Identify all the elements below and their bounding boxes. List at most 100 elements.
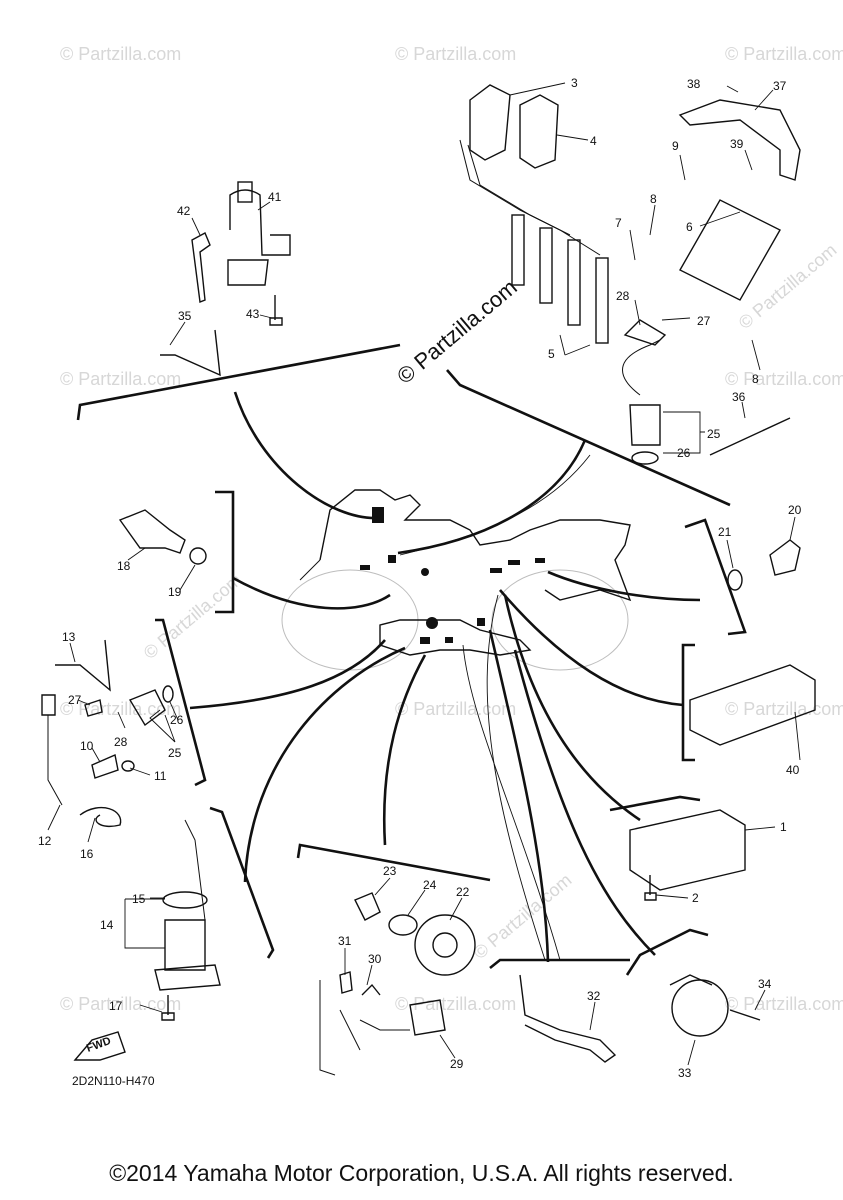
callout-23: 23 [383,864,397,878]
callout-18: 18 [117,559,131,573]
watermark: © Partzilla.com [725,369,843,389]
callout-6: 6 [686,220,693,234]
callout-20: 20 [788,503,802,517]
watermark: © Partzilla.com [60,994,181,1014]
plug-cap-drawing [567,239,581,326]
callout-24: 24 [423,878,437,892]
copyright-notice: ©2014 Yamaha Motor Corporation, U.S.A. A… [109,1160,734,1186]
sensor-drawing [629,404,661,446]
frame-ignition-coils [446,369,731,507]
indicator-arrows [399,454,591,961]
callout-31: 31 [338,934,352,948]
curve [243,646,406,883]
callout-1: 1 [780,820,787,834]
callout-11: 11 [154,769,167,783]
curve [547,570,701,602]
leader-lines [47,82,801,1066]
callout-41: 41 [268,190,282,204]
main-switch-drawing [229,189,291,256]
callout-25: 25 [168,746,182,760]
watermark: © Partzilla.com [140,570,246,663]
diagram-code: 2D2N110-H470 [72,1074,155,1088]
location-marker [508,560,520,565]
callout-21: 21 [718,525,732,539]
callout-13: 13 [62,630,76,644]
group-frames [76,343,747,976]
curve [503,594,641,822]
watermark: © Partzilla.com [395,699,516,719]
callout-8: 8 [752,372,759,386]
location-marker [372,507,384,523]
location-marker [421,568,429,576]
fwd-arrow-icon [73,1031,126,1061]
rotor-drawing [414,914,476,976]
center-watermark: © Partzilla.com [392,274,522,388]
frame-sensors-left [155,618,207,787]
watermark: © Partzilla.com [735,240,841,333]
bracket-drawing [679,199,781,301]
callout-2: 2 [692,891,699,905]
callout-5: 5 [548,347,555,361]
ecu-drawing [629,809,746,891]
callout-42: 42 [177,204,191,218]
curve [232,576,391,610]
frame-oil-switch [684,518,747,636]
callout-15: 15 [132,892,146,906]
callout-25: 25 [707,427,721,441]
curve [189,639,386,710]
watermark: © Partzilla.com [725,994,843,1014]
watermark: © Partzilla.com [470,870,576,963]
callout-9: 9 [672,139,679,153]
location-marker [535,558,545,563]
o2-sensor-drawing [519,974,617,1063]
cover-drawing [678,99,801,181]
callout-22: 22 [456,885,470,899]
throttle-sensor-drawing [671,979,729,1037]
frame-neutral-switch [296,843,491,882]
sensor-drawing [128,689,166,727]
oil-switch-drawing [769,539,801,576]
curve [488,629,550,963]
location-marker [420,637,430,644]
frame-ecu [609,795,701,812]
callout-28: 28 [114,735,128,749]
curve [382,654,427,846]
watermark: © Partzilla.com [725,44,843,64]
part-drawings [41,84,816,1076]
callout-33: 33 [678,1066,692,1080]
plug-cap-drawing [511,214,525,286]
callout-34: 34 [758,977,772,991]
callout-30: 30 [368,952,382,966]
key-drawing [191,232,211,303]
curve [499,589,684,707]
frame-o2-sensor [489,958,630,970]
callout-26: 26 [677,446,691,460]
callout-27: 27 [697,314,711,328]
relay-unit-drawing [689,664,816,746]
frame-main-switch [76,343,401,421]
callout-39: 39 [730,137,744,151]
watermark: © Partzilla.com [60,369,181,389]
callout-26: 26 [170,713,184,727]
watermark: © Partzilla.com [60,44,181,64]
callout-32: 32 [587,989,601,1003]
callout-40: 40 [786,763,800,777]
motorcycle-outline [281,489,632,671]
watermark: © Partzilla.com [395,44,516,64]
location-marker [445,637,453,643]
frame-temp-sensor [215,490,235,614]
curve [397,439,587,555]
location-marker [388,555,396,563]
watermark: © Partzilla.com [395,994,516,1014]
frame-solenoid [209,806,275,959]
callout-27: 27 [68,693,82,707]
solenoid-drawing [164,919,206,971]
location-marker [426,617,438,629]
callout-14: 14 [100,918,114,932]
plug-cap-drawing [539,227,553,304]
callout-10: 10 [80,739,94,753]
callout-4: 4 [590,134,597,148]
wire-drawing [160,329,221,377]
